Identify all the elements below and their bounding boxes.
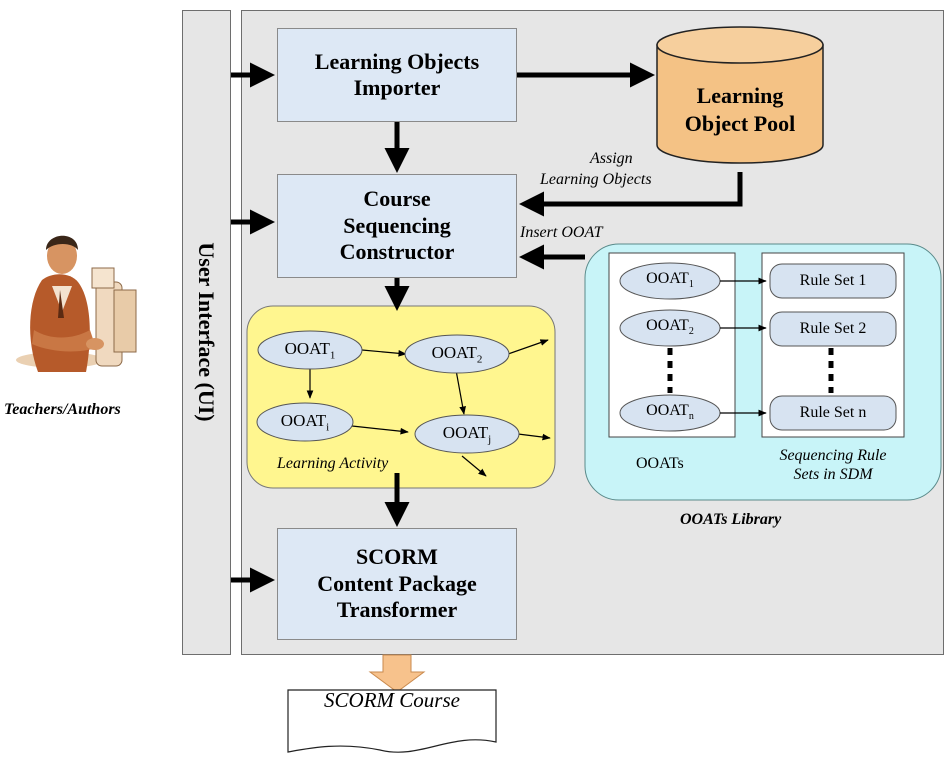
transformer-line-1: SCORM <box>356 544 438 570</box>
assign-learning-objects-label: Learning Objects <box>540 171 652 188</box>
constructor-line-2: Sequencing <box>343 212 451 238</box>
activity-ooat-j-label: OOATj <box>442 423 492 446</box>
insert-ooat-label: Insert OOAT <box>520 224 603 241</box>
rules-label-line-1: Sequencing Rule <box>779 447 887 464</box>
activity-ooat-1-label: OOAT1 <box>284 339 336 362</box>
library-ooat-2-label: OOAT2 <box>646 317 694 338</box>
rule-set-n-label: Rule Set n <box>799 404 867 421</box>
ooat-2-node <box>404 334 510 374</box>
library-arrows <box>720 277 767 417</box>
rule-set-boxes <box>769 263 897 431</box>
rules-label-line-2: Sets in SDM <box>793 466 873 484</box>
activity-arrows <box>306 339 551 477</box>
activity-node-ellipses <box>256 330 520 454</box>
rule-set-1-box <box>769 263 897 299</box>
rule-set-1-label: Rule Set 1 <box>799 272 867 289</box>
activity-ooat-i-label: OOATi <box>280 411 330 434</box>
transformer-line-2: Content Package <box>317 570 477 596</box>
ooat-i-node <box>256 402 354 442</box>
pool-line-1: Learning <box>696 83 784 108</box>
assign-label: Assign <box>590 150 633 167</box>
importer-line-1: Learning Objects <box>314 48 480 74</box>
ooat-1-node <box>257 330 363 370</box>
constructor-line-3: Constructor <box>339 239 455 265</box>
output-arrow <box>368 654 426 693</box>
scorm-course-label: SCORM Course <box>324 688 460 712</box>
pool-line-2: Object Pool <box>684 110 796 136</box>
teachers-authors-label: Teachers/Authors <box>4 401 121 418</box>
main-flow-arrows <box>384 62 743 527</box>
ui-input-arrows <box>231 62 275 593</box>
rule-set-2-box <box>769 311 897 347</box>
constructor-line-1: Course <box>363 186 431 212</box>
rule-set-2-label: Rule Set 2 <box>799 320 867 337</box>
rule-set-n-box <box>769 395 897 431</box>
activity-ooat-2-label: OOAT2 <box>431 343 483 366</box>
importer-line-2: Importer <box>353 75 441 100</box>
learning-object-pool-label: Learning Object Pool <box>657 82 823 137</box>
ooat-j-node <box>414 414 520 454</box>
library-ooat-n-label: OOATn <box>646 402 694 423</box>
learning-object-pool-cylinder <box>656 26 824 164</box>
library-node-ellipses <box>619 262 721 432</box>
transformer-line-3: Transformer <box>336 597 458 623</box>
learning-activity-label: Learning Activity <box>277 455 389 472</box>
user-interface-panel <box>182 10 231 655</box>
scorm-course-document <box>287 689 497 753</box>
teacher-figure-icon <box>16 235 137 372</box>
sequencing-rule-sets-label: Sequencing Rule Sets in SDM <box>752 446 914 484</box>
ooats-column-label: OOATs <box>636 455 684 472</box>
ooats-library-label: OOATs Library <box>680 511 782 528</box>
library-ooat-1-label: OOAT1 <box>646 270 694 291</box>
